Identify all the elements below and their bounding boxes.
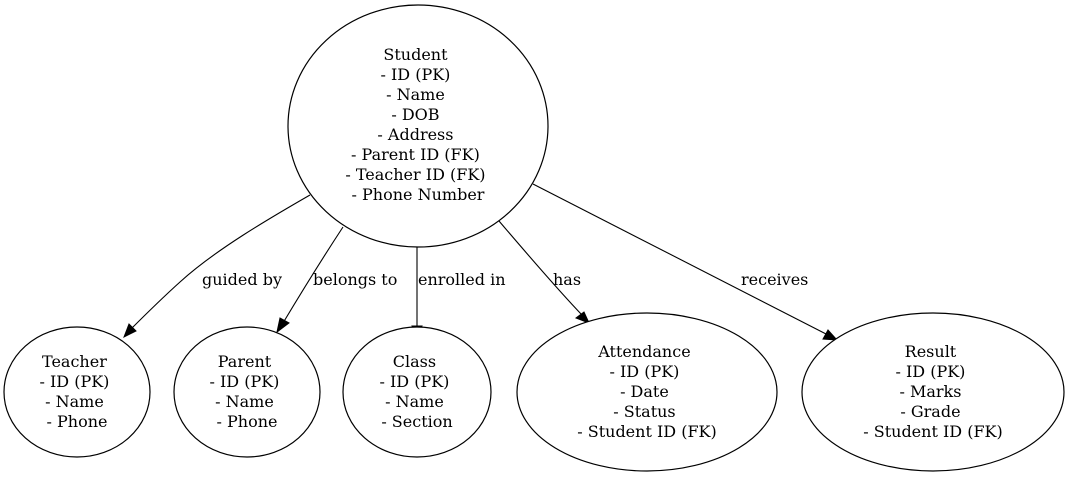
edge-belongs-to: belongs to	[276, 226, 397, 334]
edge-label-receives: receives	[741, 270, 808, 289]
edge-label-enrolled-in: enrolled in	[418, 270, 506, 289]
node-label-result: Result - ID (PK) - Marks - Grade - Stude…	[863, 342, 1003, 441]
node-result: Result - ID (PK) - Marks - Grade - Stude…	[801, 312, 1065, 472]
node-label-parent: Parent - ID (PK) - Name - Phone	[209, 352, 284, 431]
edge-guided-by: guided by	[123, 194, 311, 339]
node-teacher: Teacher - ID (PK) - Name - Phone	[3, 326, 151, 458]
edge-label-belongs-to: belongs to	[313, 270, 397, 289]
node-label-teacher: Teacher - ID (PK) - Name - Phone	[39, 352, 114, 431]
edge-label-guided-by: guided by	[202, 270, 282, 289]
node-label-class: Class - ID (PK) - Name - Section	[379, 352, 454, 431]
node-parent: Parent - ID (PK) - Name - Phone	[173, 326, 321, 458]
node-label-student: Student - ID (PK) - Name - DOB - Address…	[345, 45, 490, 204]
node-student: Student - ID (PK) - Name - DOB - Address…	[287, 4, 549, 248]
node-attendance: Attendance - ID (PK) - Date - Status - S…	[516, 312, 778, 472]
node-label-attendance: Attendance - ID (PK) - Date - Status - S…	[577, 342, 717, 441]
edge-label-has: has	[553, 270, 581, 289]
edge-has: has	[498, 220, 590, 324]
edge-enrolled-in: enrolled in	[411, 247, 506, 341]
edge-receives: receives	[532, 183, 839, 341]
node-class: Class - ID (PK) - Name - Section	[342, 326, 492, 458]
